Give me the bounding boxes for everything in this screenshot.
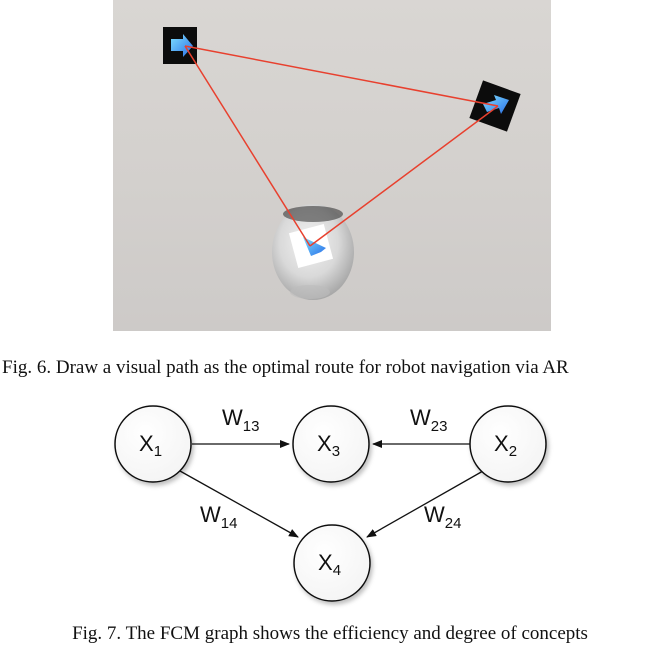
ar-scene bbox=[163, 27, 521, 300]
optimal-route-path bbox=[184, 45, 499, 247]
edge-label-w23: W23 bbox=[410, 405, 447, 435]
node-x1: X1 bbox=[114, 405, 192, 483]
svg-text:X2: X2 bbox=[494, 431, 517, 460]
svg-text:X3: X3 bbox=[317, 431, 340, 460]
edge-label-w13: W13 bbox=[222, 405, 259, 435]
fcm-graph: W13 W23 W14 W24 X1 X3 X2 X4 bbox=[114, 405, 547, 602]
edge-w24 bbox=[366, 470, 484, 538]
edge-w14 bbox=[179, 470, 299, 538]
node-x3: X3 bbox=[292, 405, 370, 483]
robot bbox=[272, 204, 354, 300]
figure-7-caption: Fig. 7. The FCM graph shows the efficien… bbox=[72, 623, 588, 644]
svg-text:X4: X4 bbox=[318, 550, 341, 579]
edge-label-w14: W14 bbox=[200, 502, 237, 532]
svg-text:X1: X1 bbox=[139, 431, 162, 460]
ar-navigation-photo bbox=[113, 0, 551, 331]
node-x4: X4 bbox=[293, 524, 371, 602]
figure-6-caption: Fig. 6. Draw a visual path as the optima… bbox=[2, 357, 569, 378]
node-x2: X2 bbox=[469, 405, 547, 483]
ar-marker-top-left bbox=[163, 27, 197, 64]
edge-label-w24: W24 bbox=[424, 502, 461, 532]
